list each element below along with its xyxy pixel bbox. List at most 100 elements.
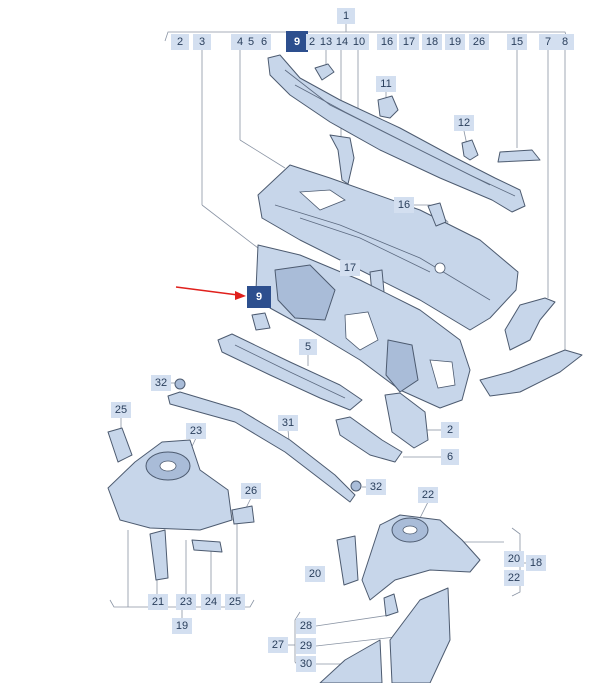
callout-17: 17 xyxy=(399,34,419,50)
leader-line xyxy=(315,636,396,647)
part-28-bracket xyxy=(383,593,399,617)
callout-25: 25 xyxy=(225,594,245,610)
part-20-bracket xyxy=(336,535,359,586)
svg-text:2: 2 xyxy=(447,424,453,436)
svg-text:30: 30 xyxy=(300,658,312,670)
svg-text:7: 7 xyxy=(545,36,551,48)
callout-18: 18 xyxy=(422,34,442,50)
callout-30: 30 xyxy=(296,656,316,672)
callout-15: 15 xyxy=(507,34,527,50)
callout-32: 32 xyxy=(151,375,171,391)
svg-text:31: 31 xyxy=(282,417,294,429)
svg-text:2: 2 xyxy=(177,36,183,48)
callout-22: 22 xyxy=(418,487,438,503)
svg-text:16: 16 xyxy=(381,36,393,48)
callout-23: 23 xyxy=(176,594,196,610)
svg-text:10: 10 xyxy=(353,36,365,48)
svg-text:12: 12 xyxy=(458,117,470,129)
svg-text:20: 20 xyxy=(309,568,321,580)
part-16-bracket xyxy=(427,202,447,227)
svg-text:8: 8 xyxy=(562,36,568,48)
callout-2: 2 xyxy=(171,34,189,50)
svg-text:11: 11 xyxy=(380,78,391,90)
svg-text:18: 18 xyxy=(530,557,542,569)
svg-text:26: 26 xyxy=(473,36,485,48)
callout-8: 8 xyxy=(556,34,574,50)
callout-10: 10 xyxy=(349,34,369,50)
callout-9-highlight-main: 9 xyxy=(247,286,271,308)
callout-17: 17 xyxy=(340,260,360,276)
callout-25: 25 xyxy=(111,402,131,418)
part-31-strut-brace xyxy=(167,391,356,503)
part-23-strut-tower-left xyxy=(107,439,233,531)
callout-3: 3 xyxy=(193,34,211,50)
part-24-bracket xyxy=(191,539,223,553)
callout-19: 19 xyxy=(172,618,192,634)
svg-text:4: 4 xyxy=(237,36,243,48)
svg-text:3: 3 xyxy=(199,36,205,48)
part-15-bracket xyxy=(497,149,541,163)
svg-text:17: 17 xyxy=(403,36,415,48)
leader-line xyxy=(315,614,391,627)
part-2-side-panel xyxy=(384,392,429,449)
callout-7: 7 xyxy=(539,34,557,50)
callout-6: 6 xyxy=(441,449,459,465)
callout-5: 5 xyxy=(244,34,258,50)
callout-23: 23 xyxy=(186,423,206,439)
callout-1: 1 xyxy=(337,8,355,24)
callout-14: 14 xyxy=(333,34,351,50)
svg-text:25: 25 xyxy=(115,404,127,416)
part-26-bracket xyxy=(231,505,255,525)
svg-text:9: 9 xyxy=(294,36,300,48)
part-14-bracket xyxy=(329,134,355,185)
callout-21: 21 xyxy=(148,594,168,610)
leader-line xyxy=(201,204,259,249)
callout-9-highlight-top: 9 xyxy=(286,31,308,52)
svg-text:5: 5 xyxy=(248,36,254,48)
callout-16: 16 xyxy=(394,197,414,213)
svg-text:14: 14 xyxy=(336,36,348,48)
svg-text:22: 22 xyxy=(422,489,434,501)
svg-text:26: 26 xyxy=(245,485,257,497)
svg-text:16: 16 xyxy=(398,199,410,211)
callout-16: 16 xyxy=(377,34,397,50)
callout-22: 22 xyxy=(504,570,524,586)
svg-text:27: 27 xyxy=(272,639,284,651)
part-22-strut-tower-right xyxy=(361,514,481,601)
svg-text:19: 19 xyxy=(176,620,188,632)
svg-text:15: 15 xyxy=(511,36,523,48)
part-12-bracket xyxy=(461,139,479,161)
callout-20: 20 xyxy=(305,566,325,582)
callout-6: 6 xyxy=(257,34,271,50)
part-7-pillar-bracket xyxy=(504,297,556,351)
callout-2: 2 xyxy=(306,34,318,50)
svg-text:23: 23 xyxy=(190,425,202,437)
part-21-bracket xyxy=(149,529,169,581)
part-29-inner-panel xyxy=(389,587,451,683)
part-32-nut xyxy=(350,480,362,492)
red-arrow-head xyxy=(235,291,246,300)
callout-2: 2 xyxy=(441,422,459,438)
part-9-clip xyxy=(251,312,271,331)
callout-13: 13 xyxy=(316,34,336,50)
svg-text:29: 29 xyxy=(300,640,312,652)
svg-text:32: 32 xyxy=(370,481,382,493)
callout-20: 20 xyxy=(504,551,524,567)
svg-text:18: 18 xyxy=(426,36,438,48)
svg-text:19: 19 xyxy=(449,36,461,48)
svg-text:13: 13 xyxy=(320,36,332,48)
svg-text:28: 28 xyxy=(300,620,312,632)
callout-19: 19 xyxy=(445,34,465,50)
part-4-plenum-panel xyxy=(257,164,519,331)
part-25-bracket xyxy=(107,427,133,463)
callout-31: 31 xyxy=(278,415,298,431)
svg-text:6: 6 xyxy=(447,451,453,463)
part-6-side-member xyxy=(335,416,403,463)
svg-text:21: 21 xyxy=(152,596,164,608)
part-13-bracket xyxy=(314,63,335,81)
part-5-reinforcement xyxy=(217,333,363,411)
svg-text:24: 24 xyxy=(205,596,217,608)
red-arrow-line xyxy=(175,286,239,296)
svg-text:22: 22 xyxy=(508,572,520,584)
